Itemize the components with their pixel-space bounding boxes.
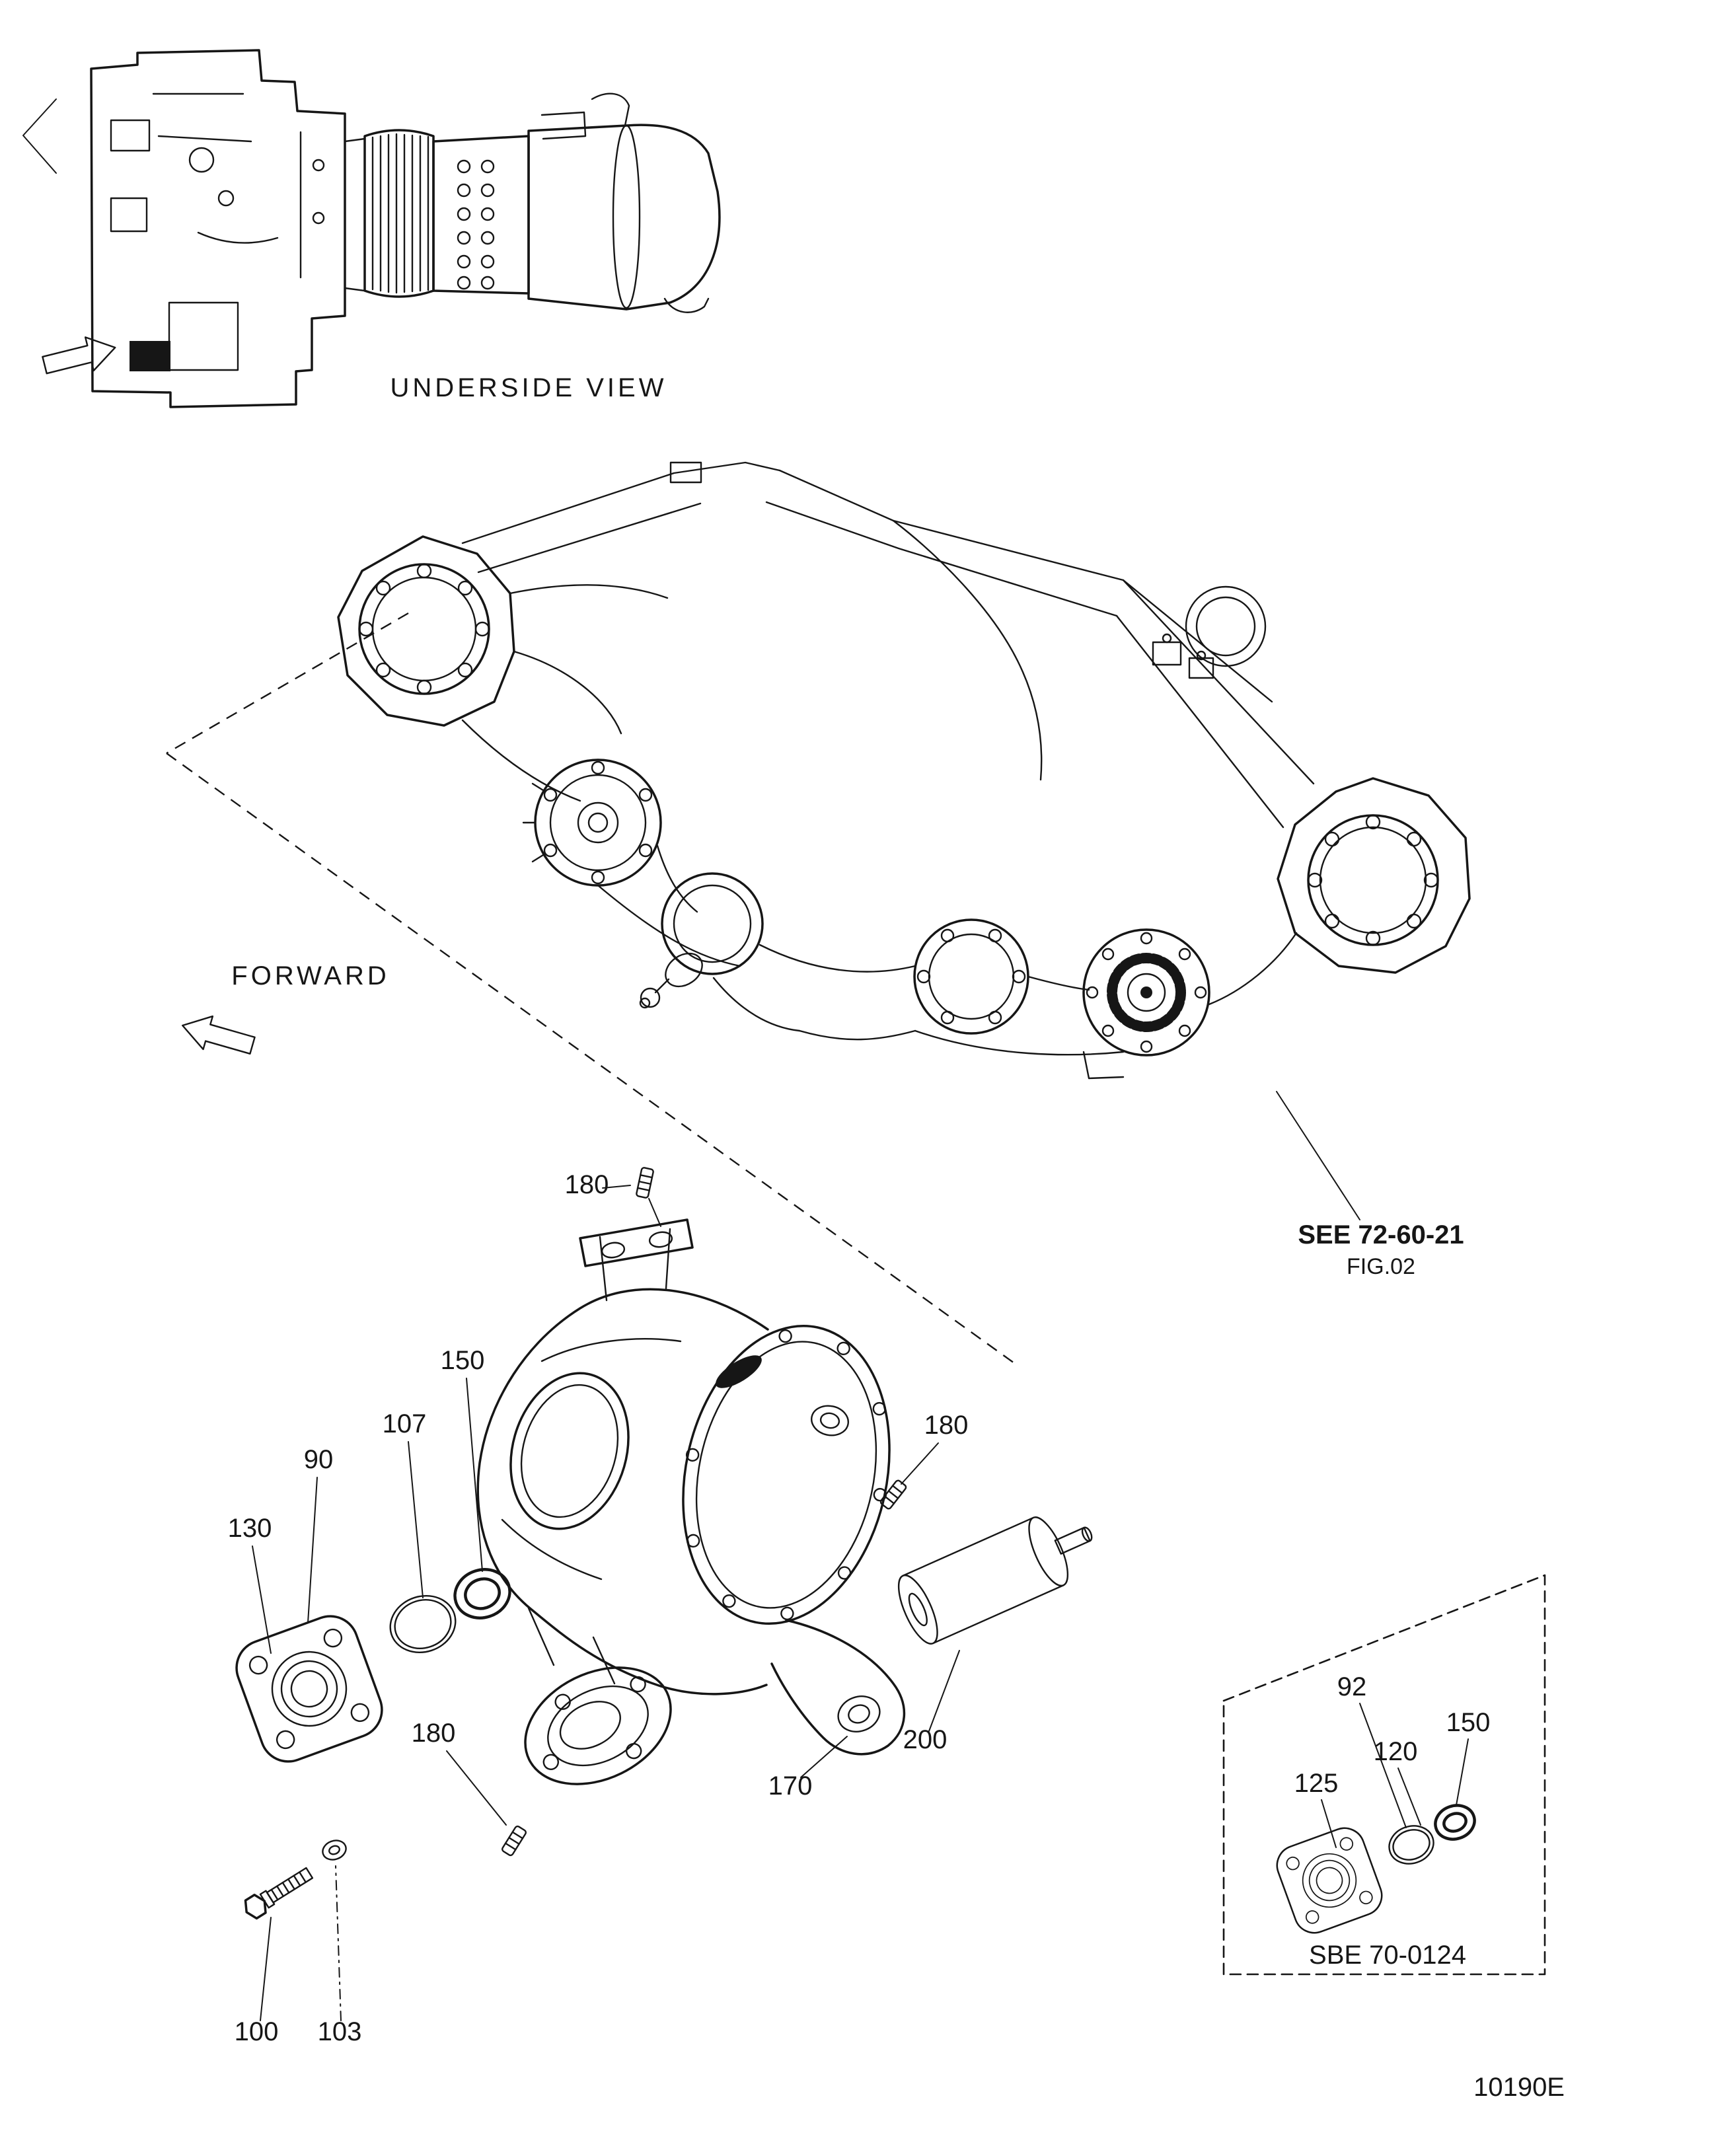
callout-92: 92 <box>1337 1672 1367 1701</box>
tail-housing-outline <box>527 124 721 311</box>
callout-180-right: 180 <box>924 1411 969 1440</box>
part-103-washer <box>322 1840 347 1861</box>
round-cover <box>913 918 1029 1035</box>
part-150-inset-seal <box>1434 1804 1476 1841</box>
gear-cover <box>1082 928 1210 1057</box>
callout-130: 130 <box>228 1514 272 1543</box>
callout-107: 107 <box>383 1409 427 1438</box>
callout-180-top: 180 <box>565 1170 609 1199</box>
location-marker <box>130 341 170 371</box>
top-bracket <box>579 1218 694 1302</box>
main-assembly-figure <box>337 461 1471 1220</box>
part-120-oring <box>1388 1825 1434 1865</box>
detail-dash-line-left <box>166 612 409 755</box>
part-90-flange <box>235 1615 383 1763</box>
callout-180-mid: 180 <box>412 1719 456 1748</box>
callout-170: 170 <box>768 1771 813 1801</box>
callout-150-inset: 150 <box>1446 1708 1491 1737</box>
see-ref-leader <box>1276 1091 1360 1220</box>
part-180-stud-top <box>636 1167 654 1199</box>
inset-dashed-border <box>1222 1574 1546 1976</box>
detail-dash-line-long <box>166 753 1020 1367</box>
callout-200: 200 <box>903 1725 948 1754</box>
break-line <box>22 98 57 174</box>
see-ref-line1: SEE 72-60-21 <box>1298 1220 1464 1249</box>
right-flange-bolts <box>1307 814 1439 946</box>
forward-label: FORWARD <box>231 961 389 990</box>
sbe-inset-figure <box>1222 1574 1546 1976</box>
boot-ribs <box>371 133 429 294</box>
housing-dome <box>476 1288 769 1695</box>
vent-slot <box>716 1355 762 1388</box>
see-ref-line2: FIG.02 <box>1347 1254 1415 1279</box>
center-cover <box>522 759 662 887</box>
engine-block-outline <box>90 49 346 408</box>
coupling-holes <box>457 159 495 290</box>
cone-cover <box>639 872 764 1009</box>
gear-teeth <box>1107 953 1186 1032</box>
callout-90: 90 <box>304 1445 334 1474</box>
callout-leaders <box>252 1185 960 2021</box>
forward-arrow-icon <box>182 1015 256 1055</box>
side-opening <box>509 1372 630 1530</box>
bracket-arm <box>770 1619 906 1756</box>
housing-face <box>682 1325 891 1625</box>
part-200-strainer <box>897 1516 1093 1645</box>
part-150-seal <box>453 1568 511 1619</box>
callout-150: 150 <box>441 1346 485 1375</box>
snout-flange <box>524 1666 672 1785</box>
exploded-view-figure <box>235 1167 1093 2021</box>
callout-103: 103 <box>318 2017 362 2046</box>
underside-view-label: UNDERSIDE VIEW <box>390 373 667 402</box>
left-flange-bolts <box>358 563 490 695</box>
callout-120: 120 <box>1374 1737 1418 1766</box>
location-arrow-icon <box>42 336 116 375</box>
part-125-flange <box>1276 1827 1383 1934</box>
part-180-stud-mid <box>502 1825 527 1857</box>
callout-100: 100 <box>235 2017 279 2046</box>
bracket-arm-hole <box>837 1695 881 1732</box>
underside-view-figure <box>22 49 721 408</box>
callout-125: 125 <box>1294 1769 1339 1798</box>
page-code: 10190E <box>1473 2073 1565 2102</box>
inset-leaders <box>1321 1703 1469 1848</box>
inset-ref-label: SBE 70-0124 <box>1309 1941 1466 1970</box>
part-107-oring <box>389 1594 457 1654</box>
part-100-bolt <box>244 1867 314 1920</box>
stud-boss <box>811 1405 849 1436</box>
